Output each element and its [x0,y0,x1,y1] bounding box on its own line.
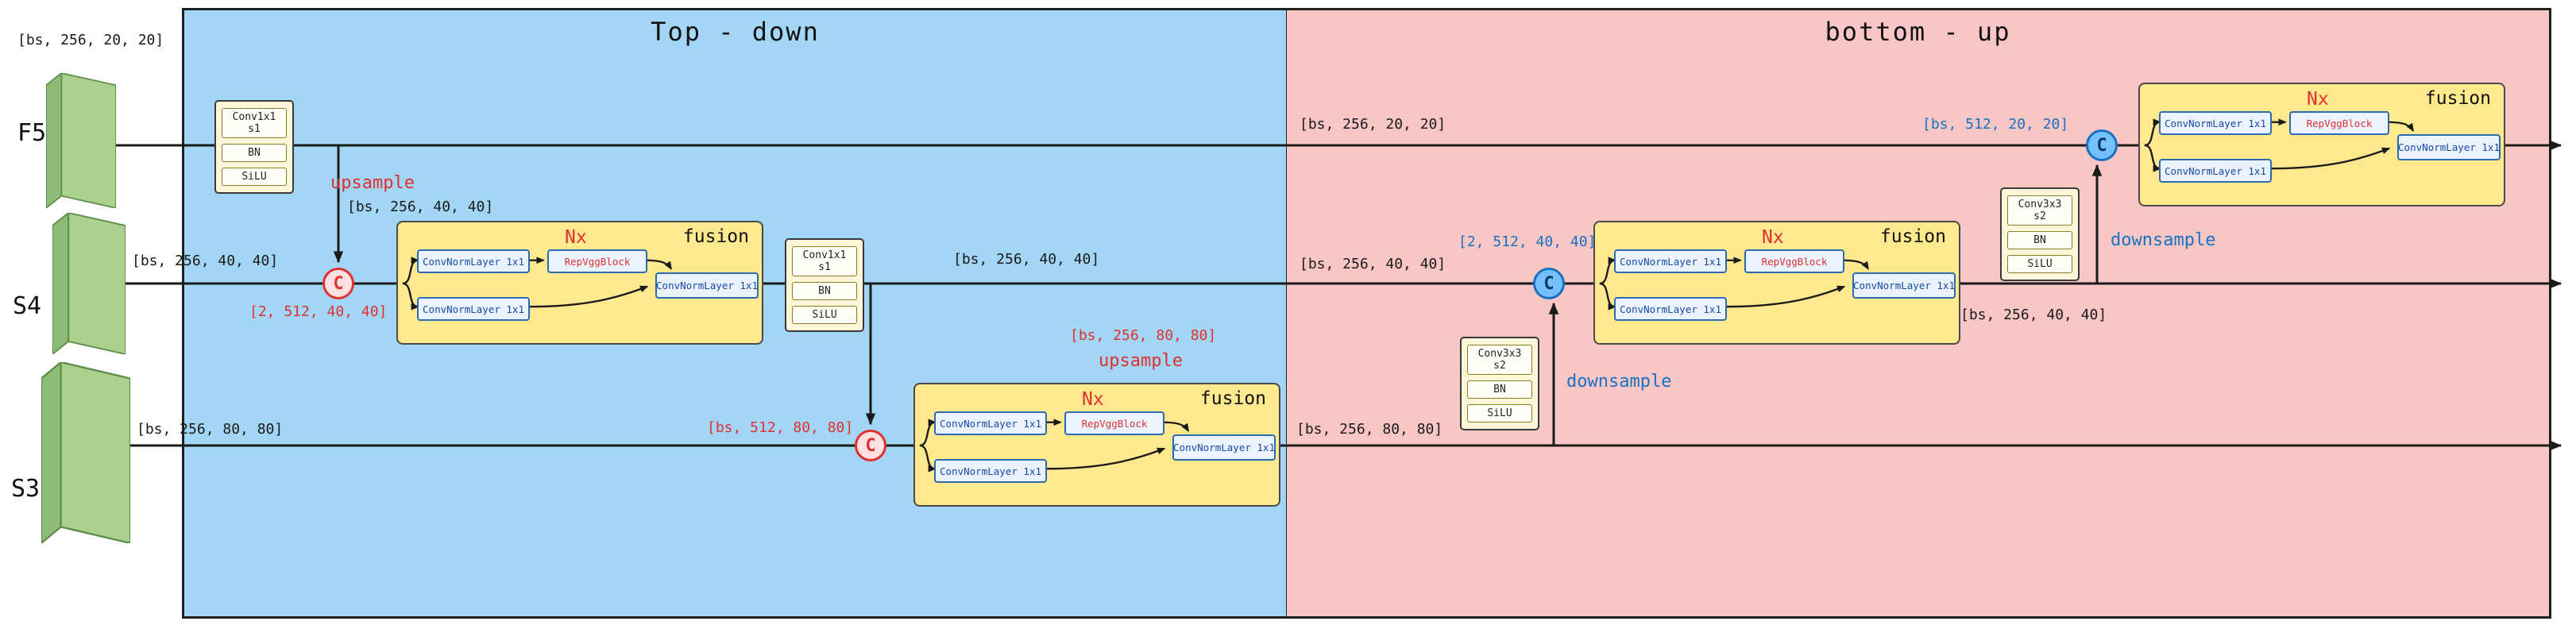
fusion4-repeat-label: Nx [2307,89,2329,110]
upsample1-out-shape: [bs, 256, 40, 40] [347,199,494,215]
feature-map-s4 [52,213,126,354]
fusion-block-1: Nx fusion ConvNormLayer 1x1 RepVggBlock … [396,221,763,345]
repvgg-block: RepVggBlock [2289,111,2389,135]
upsample-conv-stack-1: Conv1x1 s1 BN SiLU [214,100,294,194]
concat4-shape: [bs, 512, 20, 20] [1922,116,2069,133]
region-bottom-up-title: bottom - up [1825,17,2011,47]
upsample2-out-shape: [bs, 256, 80, 80] [1070,327,1217,344]
convnorm-bottom: ConvNormLayer 1x1 [417,297,530,321]
feature-map-f5 [46,73,116,208]
s4-shape-label: [bs, 256, 40, 40] [132,253,279,269]
downsample2-label: downsample [2111,230,2216,250]
bn-layer: BN [2007,231,2072,249]
fusion2-title: fusion [1199,388,1266,409]
convnorm-out: ConvNormLayer 1x1 [2397,134,2501,160]
f5-shape-label: [bs, 256, 20, 20] [17,32,164,48]
s4-label: S4 [13,292,42,320]
convnorm-top: ConvNormLayer 1x1 [417,249,530,273]
silu-layer: SiLU [2007,255,2072,273]
concat-node-1: C [322,268,354,299]
fusion3-out-shape: [bs, 256, 40, 40] [1960,307,2107,323]
convnorm-top: ConvNormLayer 1x1 [934,411,1047,435]
concat-letter: C [2096,135,2107,156]
convnorm-top: ConvNormLayer 1x1 [1614,249,1727,273]
conv3x3-layer: Conv3x3 s2 [1467,345,1532,375]
upsample-conv-stack-2: Conv1x1 s1 BN SiLU [785,238,864,332]
bu-s4-in-shape: [bs, 256, 40, 40] [1300,256,1446,272]
fusion3-repeat-label: Nx [1762,227,1784,248]
downsample-conv-stack-2: Conv3x3 s2 BN SiLU [2000,187,2080,281]
conv1x1-layer: Conv1x1 s1 [222,108,287,138]
concat-node-2: C [855,430,886,461]
convnorm-bottom: ConvNormLayer 1x1 [934,459,1047,483]
concat-node-4: C [2086,129,2118,161]
concat-letter: C [333,273,344,294]
repvgg-block: RepVggBlock [547,249,647,273]
f5-label: F5 [17,119,47,147]
concat3-shape: [2, 512, 40, 40] [1458,233,1597,250]
downsample-conv-stack-1: Conv3x3 s2 BN SiLU [1460,337,1539,430]
concat2-shape: [bs, 512, 80, 80] [707,419,854,436]
downsample1-label: downsample [1566,372,1672,392]
feature-map-s3 [41,362,130,543]
convnorm-bottom: ConvNormLayer 1x1 [1614,297,1727,321]
bn-layer: BN [792,282,857,300]
bu-f5-in-shape: [bs, 256, 20, 20] [1300,116,1446,133]
fusion-block-4: Nx fusion ConvNormLayer 1x1 RepVggBlock … [2138,83,2505,206]
convnorm-out: ConvNormLayer 1x1 [1172,434,1276,461]
region-top-down-title: Top - down [651,17,820,47]
s3-shape-label: [bs, 256, 80, 80] [137,421,284,438]
convnorm-top: ConvNormLayer 1x1 [2159,111,2272,135]
fusion2-repeat-label: Nx [1082,389,1104,410]
bu-s3-in-shape: [bs, 256, 80, 80] [1296,421,1443,438]
fusion1-arrows [402,257,759,311]
bn-layer: BN [222,144,287,162]
concat-letter: C [865,435,876,456]
fusion3-title: fusion [1879,226,1946,247]
conv1x1-layer: Conv1x1 s1 [792,246,857,276]
concat-node-3: C [1533,268,1565,299]
bn-layer: BN [1467,380,1532,399]
s3-label: S3 [11,475,41,503]
fusion-block-3: Nx fusion ConvNormLayer 1x1 RepVggBlock … [1593,221,1960,345]
convnorm-out: ConvNormLayer 1x1 [655,272,759,299]
repvgg-block: RepVggBlock [1744,249,1844,273]
convnorm-bottom: ConvNormLayer 1x1 [2159,159,2272,183]
silu-layer: SiLU [792,306,857,324]
concat1-shape: [2, 512, 40, 40] [249,303,388,320]
fusion2-arrows [919,419,1276,473]
convnorm-out: ConvNormLayer 1x1 [1852,272,1956,299]
fusion1-repeat-label: Nx [565,227,587,248]
conv3x3-layer: Conv3x3 s2 [2007,195,2072,226]
silu-layer: SiLU [1467,404,1532,422]
fusion1-title: fusion [682,226,749,247]
concat-letter: C [1543,273,1554,294]
fusion-block-2: Nx fusion ConvNormLayer 1x1 RepVggBlock … [913,383,1280,507]
fusion1-out-shape: [bs, 256, 40, 40] [953,251,1100,268]
fusion4-title: fusion [2424,88,2491,109]
repvgg-block: RepVggBlock [1064,411,1164,435]
upsample2-label: upsample [1099,351,1183,371]
upsample1-label: upsample [330,173,415,193]
silu-layer: SiLU [222,168,287,186]
